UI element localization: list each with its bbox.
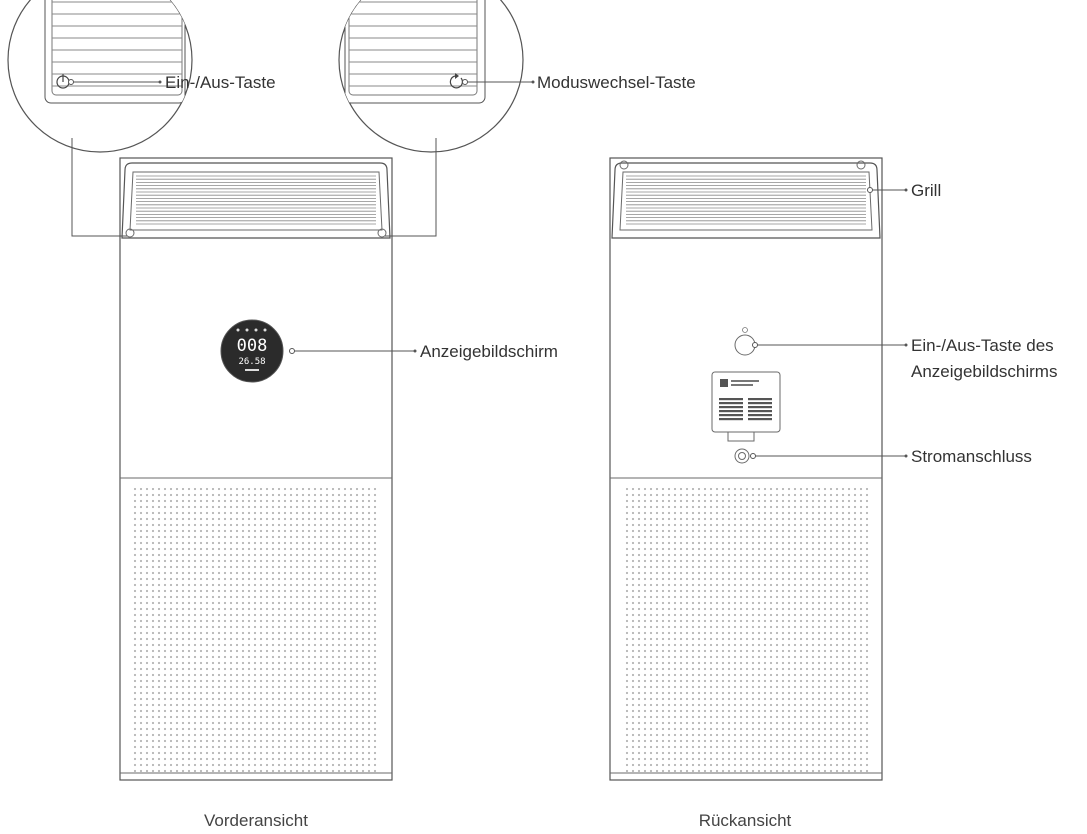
back-grill-slats: [626, 175, 866, 225]
label-text-line: [719, 418, 743, 421]
front-perforation: [132, 488, 380, 773]
label-display-button-line2: Anzeigebildschirms: [911, 362, 1057, 381]
caption-front-view: Vorderansicht: [204, 811, 308, 830]
front-display: 008 26.58: [220, 319, 284, 383]
label-grill: Grill: [911, 181, 941, 200]
label-power-button: Ein-/Aus-Taste: [165, 73, 276, 92]
front-screw-left: [125, 228, 135, 238]
label-text-line: [748, 402, 772, 405]
label-display: Anzeigebildschirm: [420, 342, 558, 361]
label-display-button-line1: Ein-/Aus-Taste des: [911, 336, 1054, 355]
display-sub-readout: 26.58: [238, 357, 265, 367]
front-purifier: 008 26.58: [119, 157, 393, 781]
display-main-readout: 008: [237, 336, 268, 356]
front-screw-right: [377, 228, 387, 238]
back-grill: [619, 171, 873, 231]
label-mode-button: Moduswechsel-Taste: [537, 73, 696, 92]
label-text-line: [719, 414, 743, 417]
label-text-line: [719, 402, 743, 405]
mode-button-magnifier: [338, 0, 524, 153]
label-text-line: [748, 418, 772, 421]
brightness-icon: [742, 327, 748, 333]
front-top-frame: [121, 162, 391, 239]
label-text-line: [748, 414, 772, 417]
front-grill-slats: [136, 175, 376, 225]
leader-lines: [68, 79, 908, 459]
caption-back-view: Rückansicht: [699, 811, 792, 830]
back-top-frame: [611, 162, 881, 239]
back-purifier: [609, 157, 883, 781]
label-text-line: [719, 398, 743, 401]
back-perforation: [622, 488, 870, 773]
label-text-line: [719, 410, 743, 413]
label-text-line: [719, 406, 743, 409]
label-text-line: [748, 398, 772, 401]
power-port: [734, 448, 750, 464]
rear-filter-label: [711, 371, 781, 442]
front-grill: [129, 171, 383, 231]
label-text-line: [748, 410, 772, 413]
label-text-line: [748, 406, 772, 409]
label-power-port: Stromanschluss: [911, 447, 1032, 466]
power-button-magnifier: [7, 0, 193, 153]
